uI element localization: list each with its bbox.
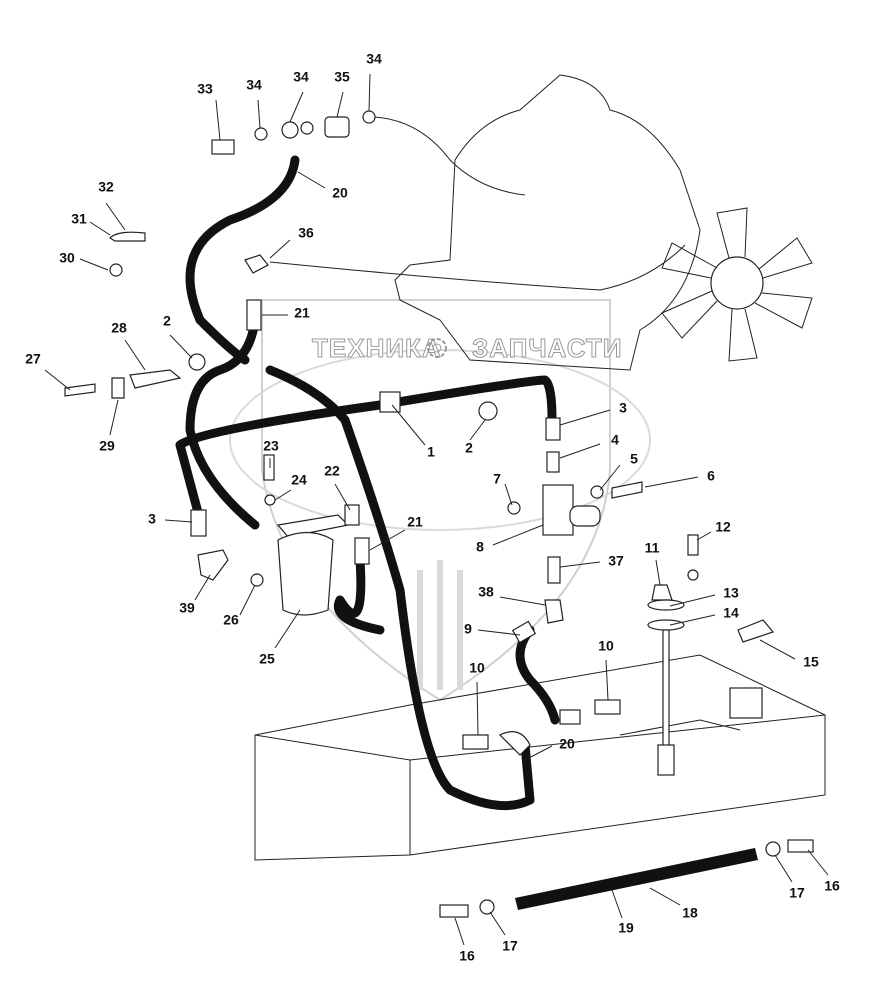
callout-label-13: 13	[723, 585, 739, 601]
callout-label-28: 28	[111, 320, 127, 336]
hose-main-supply	[175, 375, 557, 525]
callout-label-31: 31	[71, 211, 87, 227]
callout-label-24: 24	[291, 472, 307, 488]
callout-label-35: 35	[334, 69, 350, 85]
callout-label-10: 10	[598, 638, 614, 654]
callout-label-14: 14	[723, 605, 739, 621]
callout-label-38: 38	[478, 584, 494, 600]
callout-leaders	[44, 73, 829, 946]
callout-label-22: 22	[324, 463, 340, 479]
callout-label-12: 12	[715, 519, 731, 535]
callout-label-20: 20	[559, 736, 575, 752]
callout-label-30: 30	[59, 250, 75, 266]
callout-label-10: 10	[469, 660, 485, 676]
hose-20-top	[185, 155, 300, 365]
callout-label-16: 16	[824, 878, 840, 894]
callout-label-3: 3	[619, 400, 627, 416]
callout-label-37: 37	[608, 553, 624, 569]
callout-label-34: 34	[366, 51, 382, 67]
callout-label-6: 6	[707, 468, 715, 484]
callout-label-11: 11	[645, 540, 660, 556]
fan	[661, 207, 813, 362]
hose-20-lower	[265, 365, 535, 811]
callout-label-21: 21	[407, 514, 423, 530]
callout-label-27: 27	[25, 351, 41, 367]
callout-label-8: 8	[476, 539, 484, 555]
hose-21-top	[185, 315, 260, 530]
callout-label-21: 21	[294, 305, 310, 321]
callout-label-25: 25	[259, 651, 275, 667]
return-line-leader	[373, 116, 526, 196]
callout-label-17: 17	[502, 938, 518, 954]
callout-label-7: 7	[493, 471, 501, 487]
callout-label-4: 4	[611, 432, 619, 448]
callout-label-29: 29	[99, 438, 115, 454]
callout-label-16: 16	[459, 948, 475, 964]
callout-label-3: 3	[148, 511, 156, 527]
callout-label-26: 26	[223, 612, 239, 628]
callout-label-34: 34	[246, 77, 262, 93]
gear-icon	[427, 338, 447, 358]
tube-18	[515, 848, 758, 910]
callout-label-36: 36	[298, 225, 314, 241]
callout-label-23: 23	[263, 438, 279, 454]
hose-21-lower	[334, 555, 385, 635]
callout-label-33: 33	[197, 81, 213, 97]
callout-label-34: 34	[293, 69, 309, 85]
watermark-left-text: ТЕХНИКА	[312, 333, 442, 363]
hose-9	[515, 625, 560, 725]
callout-label-32: 32	[98, 179, 114, 195]
callout-label-19: 19	[618, 920, 634, 936]
parts	[64, 110, 814, 918]
callout-label-18: 18	[682, 905, 698, 921]
callout-label-39: 39	[179, 600, 195, 616]
callout-label-1: 1	[427, 444, 435, 460]
engine-outline	[394, 74, 701, 371]
callout-label-20: 20	[332, 185, 348, 201]
callout-label-9: 9	[464, 621, 472, 637]
callout-label-5: 5	[630, 451, 638, 467]
callout-label-2: 2	[465, 440, 473, 456]
feed-line-leader	[269, 244, 686, 291]
callout-label-15: 15	[803, 654, 819, 670]
callout-label-2: 2	[163, 313, 171, 329]
callout-label-17: 17	[789, 885, 805, 901]
fuel-tank	[254, 654, 826, 861]
watermark-right-text: ЗАПЧАСТИ	[472, 333, 623, 363]
